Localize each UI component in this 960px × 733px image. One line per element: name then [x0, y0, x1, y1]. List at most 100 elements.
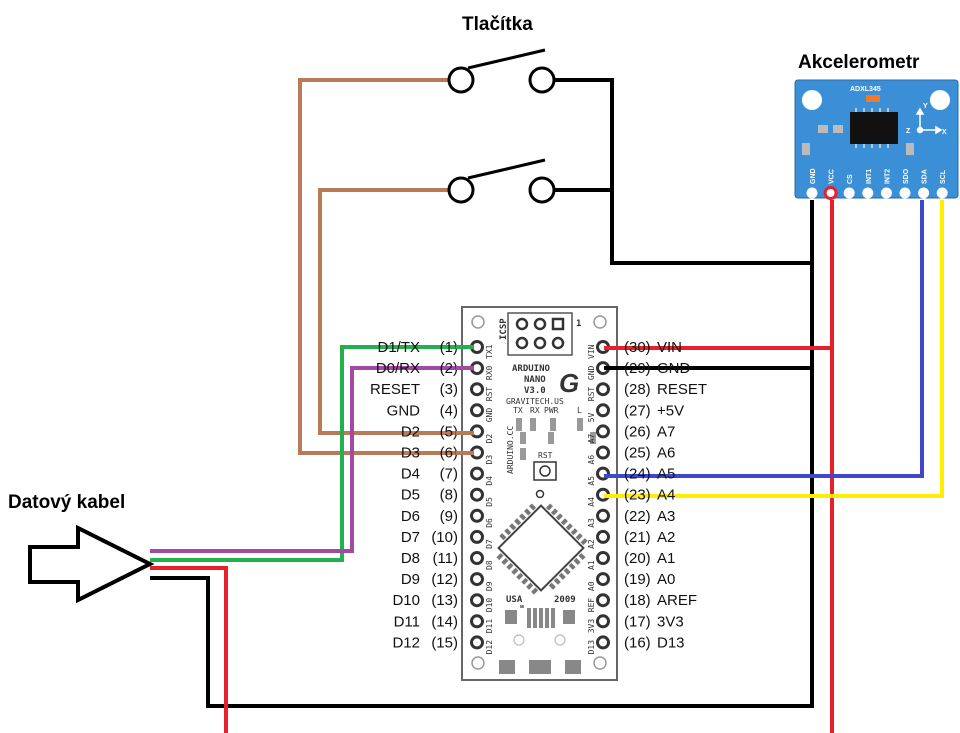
right-pin-number: (27): [624, 402, 651, 419]
right-silk-label: 5V: [587, 412, 596, 422]
left-pin-number: (8): [440, 487, 458, 504]
right-pin-number: (28): [624, 381, 651, 398]
accel-pin-label: CS: [847, 174, 854, 184]
right-pin-name: A6: [657, 445, 675, 462]
left-pin-number: (14): [431, 613, 458, 630]
left-pin-number: (6): [440, 445, 458, 462]
wire-black-gnd-bus: [150, 200, 814, 708]
right-pin-name: A1: [657, 550, 675, 567]
left-pin-number: (2): [440, 360, 458, 377]
right-pin-number: (16): [624, 634, 651, 651]
left-pin-name: D6: [401, 508, 420, 525]
right-pin-number: (18): [624, 592, 651, 609]
axes-icon: [915, 107, 943, 135]
right-pin-hole: [596, 572, 610, 587]
left-pin-hole: [470, 593, 484, 608]
right-pin-number: (23): [624, 487, 651, 504]
right-silk-label: A7: [587, 434, 596, 444]
arduino-nano-board: ICSP 1 ARDUINO NANO V3.0 G GRAVITECH.US …: [461, 306, 618, 681]
right-pin-hole: [596, 529, 610, 544]
left-pin-hole: [470, 382, 484, 397]
wire-purple-rx: [150, 366, 456, 553]
left-silk-label: D5: [485, 497, 494, 507]
right-silk-label: A3: [587, 518, 596, 528]
maker-label: GRAVITECH.US: [506, 397, 564, 406]
left-silk-label: D3: [485, 455, 494, 465]
accel-pin-hole: [918, 187, 930, 199]
push-button-top: [447, 48, 556, 94]
right-pin-number: (19): [624, 571, 651, 588]
right-pin-name: A4: [657, 487, 675, 504]
right-pin-hole: [596, 382, 610, 397]
left-silk-label: D9: [485, 581, 494, 591]
left-pin-hole: [470, 529, 484, 544]
right-pin-name: +5V: [657, 402, 684, 419]
right-pin-number: (26): [624, 423, 651, 440]
right-silk-label: RST: [587, 387, 596, 402]
left-pin-hole: [470, 466, 484, 481]
right-pin-number: (25): [624, 445, 651, 462]
right-silk-label: VIN: [587, 344, 596, 359]
accel-pin-label: SCL: [940, 169, 947, 184]
accel-pin-hole: [823, 186, 838, 200]
year-label: 2009: [554, 595, 576, 605]
left-pin-number: (10): [431, 529, 458, 546]
right-pin-name: A0: [657, 571, 675, 588]
accel-pin-hole: [862, 187, 874, 199]
left-pin-hole: [470, 614, 484, 629]
axis-y-label: Y: [923, 103, 928, 110]
right-silk-label: REF: [587, 598, 596, 613]
wire-brown-d3: [298, 78, 456, 455]
wire-red-cable: [150, 566, 228, 733]
right-pin-number: (22): [624, 508, 651, 525]
wire-black-button-top: [544, 78, 812, 265]
left-pin-name: D9: [401, 571, 420, 588]
cable-title: Datový kabel: [8, 492, 125, 513]
right-pin-name: A3: [657, 508, 675, 525]
right-pin-hole: [596, 614, 610, 629]
rst-label: RST: [538, 451, 553, 460]
left-pin-number: (15): [431, 634, 458, 651]
right-silk-label: A4: [587, 497, 596, 507]
left-pin-name: D8: [401, 550, 420, 567]
left-pin-number: (12): [431, 571, 458, 588]
accel-pin-label: VCC: [829, 169, 836, 184]
right-pin-name: 3V3: [657, 613, 684, 630]
right-pin-hole: [596, 551, 610, 565]
mcu-chip: [496, 503, 588, 595]
right-silk-label: A1: [587, 560, 596, 570]
led-rx-label: RX: [530, 406, 540, 415]
accel-pin-hole: [880, 187, 892, 199]
left-silk-label: D6: [485, 518, 494, 528]
left-pin-hole: [470, 572, 484, 587]
accelerometer-title: Akcelerometr: [798, 52, 920, 73]
right-silk-label: 3V3: [587, 619, 596, 634]
arduino-cc-label: ARDUINO.CC: [506, 426, 515, 474]
accel-pin-hole: [806, 187, 818, 199]
right-pin-name: GND: [657, 360, 691, 377]
icsp-pin-one: 1: [576, 319, 581, 329]
right-silk-label: A6: [587, 455, 596, 465]
left-pin-number: (1): [440, 339, 458, 356]
wire-brown-d2: [318, 188, 456, 435]
left-pin-name: D1/TX: [377, 339, 420, 356]
left-silk-label: D2: [485, 434, 494, 444]
left-silk-label: RX0: [485, 365, 494, 380]
accel-pin-label: SDO: [903, 168, 910, 184]
axis-x-label: X: [942, 129, 947, 136]
left-pin-hole: [470, 508, 484, 523]
left-pin-number: (3): [440, 381, 458, 398]
left-silk-label: RST: [485, 387, 494, 402]
left-pin-name: D5: [401, 487, 420, 504]
right-silk-label: A2: [587, 539, 596, 549]
left-pin-labels: D1/TX(1)D0/RX(2)RESET(3)GND(4)D2(5)D3(6)…: [370, 339, 458, 651]
right-pin-hole: [596, 593, 610, 608]
right-silk-label: D13: [587, 640, 596, 655]
led-tx-label: TX: [513, 406, 523, 415]
right-pin-hole: [596, 424, 610, 439]
right-pin-name: A2: [657, 529, 675, 546]
right-pin-hole: [596, 403, 610, 418]
